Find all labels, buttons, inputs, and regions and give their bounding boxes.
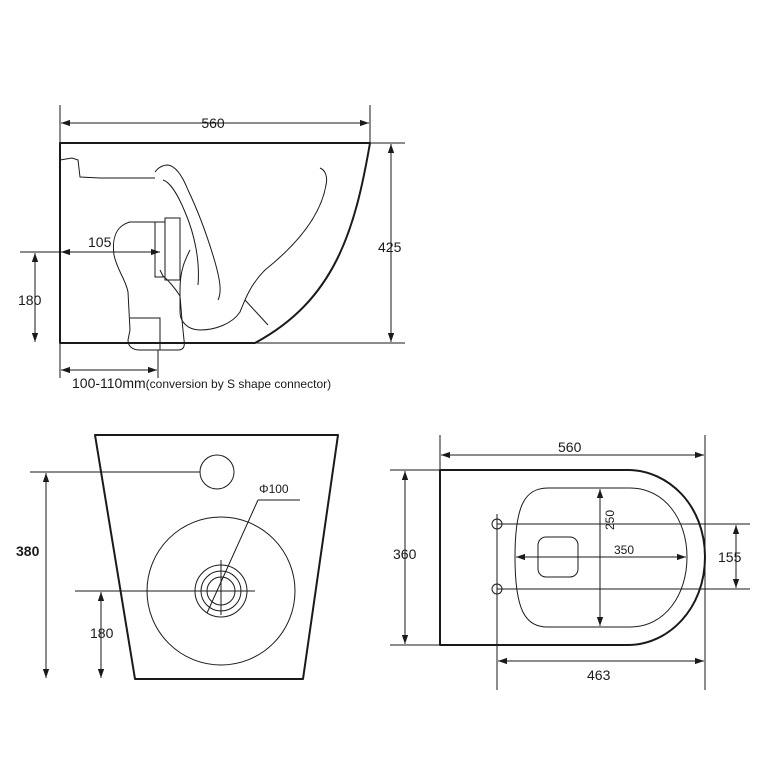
side-view-pipe-stub — [130, 317, 161, 350]
side-view-bowl-shell — [179, 167, 328, 331]
side-view-body-outline — [59, 142, 371, 344]
front-view-diameter-leader — [206, 499, 259, 614]
side-view-connector-note: 100-110mm(conversion by S shape connecto… — [72, 375, 331, 391]
side-view-flange — [154, 221, 166, 278]
side-view-height-label: 425 — [378, 239, 402, 255]
front-view-inlet-hole — [199, 454, 235, 490]
side-view-bowl-rim — [154, 164, 221, 301]
side-view-flange-inner — [164, 217, 181, 281]
side-view-width-label: 560 — [201, 115, 225, 131]
side-view-note-main: 100-110mm — [72, 375, 146, 391]
side-view-outlet-offset-label: 105 — [88, 234, 112, 250]
front-view-height-label: 380 — [16, 543, 40, 559]
top-view-length-label: 560 — [558, 439, 582, 455]
side-view-note-paren: (conversion by S shape connector) — [146, 377, 331, 391]
side-view-recess — [59, 157, 155, 179]
side-view-bowl-inner — [162, 179, 199, 286]
front-view: Φ100 380 180 — [16, 434, 339, 680]
side-view-outlet-height-label: 180 — [18, 292, 42, 308]
top-view-width-label: 360 — [393, 546, 417, 562]
top-view: 560 360 250 350 155 463 — [390, 435, 750, 690]
side-view: 560 425 105 180 100-110mm(conversion by … — [18, 105, 405, 391]
top-view-bolt-spacing-label: 155 — [718, 549, 742, 565]
side-view-trap-line — [244, 299, 269, 326]
side-view-outlet-connector — [112, 221, 185, 351]
top-view-bolt-to-front-label: 463 — [587, 667, 611, 683]
top-view-seat-outline — [514, 487, 688, 628]
top-view-bowl-length-label: 350 — [614, 543, 634, 557]
top-view-bowl-width-label: 250 — [603, 510, 617, 530]
front-view-outlet-height-label: 180 — [90, 625, 114, 641]
front-view-body-outline — [94, 434, 339, 680]
front-view-diameter-label: Φ100 — [259, 482, 289, 496]
